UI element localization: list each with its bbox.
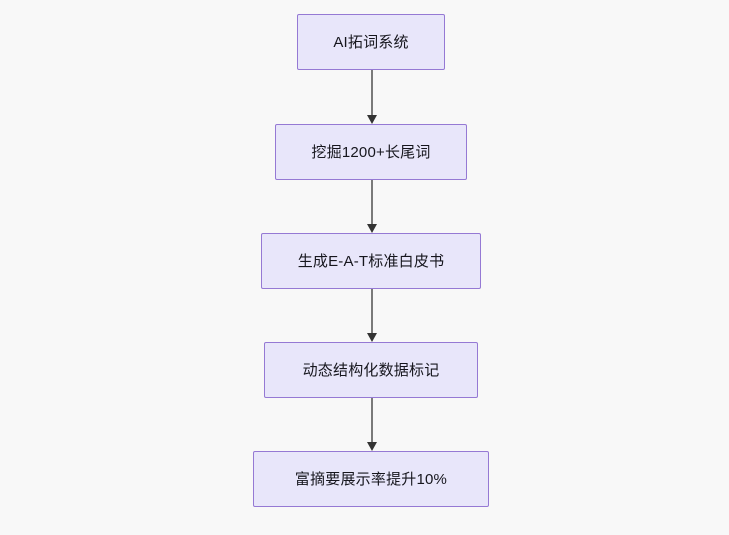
flow-node-label: 动态结构化数据标记 — [302, 361, 440, 379]
edge-line — [371, 70, 373, 115]
arrowhead-icon — [367, 442, 377, 451]
flow-node-label: 挖掘1200+长尾词 — [311, 143, 431, 161]
flow-node-label: 生成E-A-T标准白皮书 — [297, 252, 445, 270]
edge-line — [371, 398, 373, 442]
flow-node-label: 富摘要展示率提升10% — [294, 470, 448, 488]
arrowhead-icon — [367, 115, 377, 124]
edge-line — [371, 289, 373, 333]
flow-node-label: AI拓词系统 — [333, 33, 409, 51]
edge-line — [371, 180, 373, 224]
flow-node-mine-longtail-keywords[interactable]: 挖掘1200+长尾词 — [275, 124, 467, 180]
arrowhead-icon — [367, 333, 377, 342]
flow-node-rich-snippet-impression-lift[interactable]: 富摘要展示率提升10% — [253, 451, 489, 507]
flow-node-ai-keyword-system[interactable]: AI拓词系统 — [297, 14, 445, 70]
flow-node-generate-eat-whitepaper[interactable]: 生成E-A-T标准白皮书 — [261, 233, 481, 289]
flow-node-dynamic-structured-data-markup[interactable]: 动态结构化数据标记 — [264, 342, 478, 398]
arrowhead-icon — [367, 224, 377, 233]
